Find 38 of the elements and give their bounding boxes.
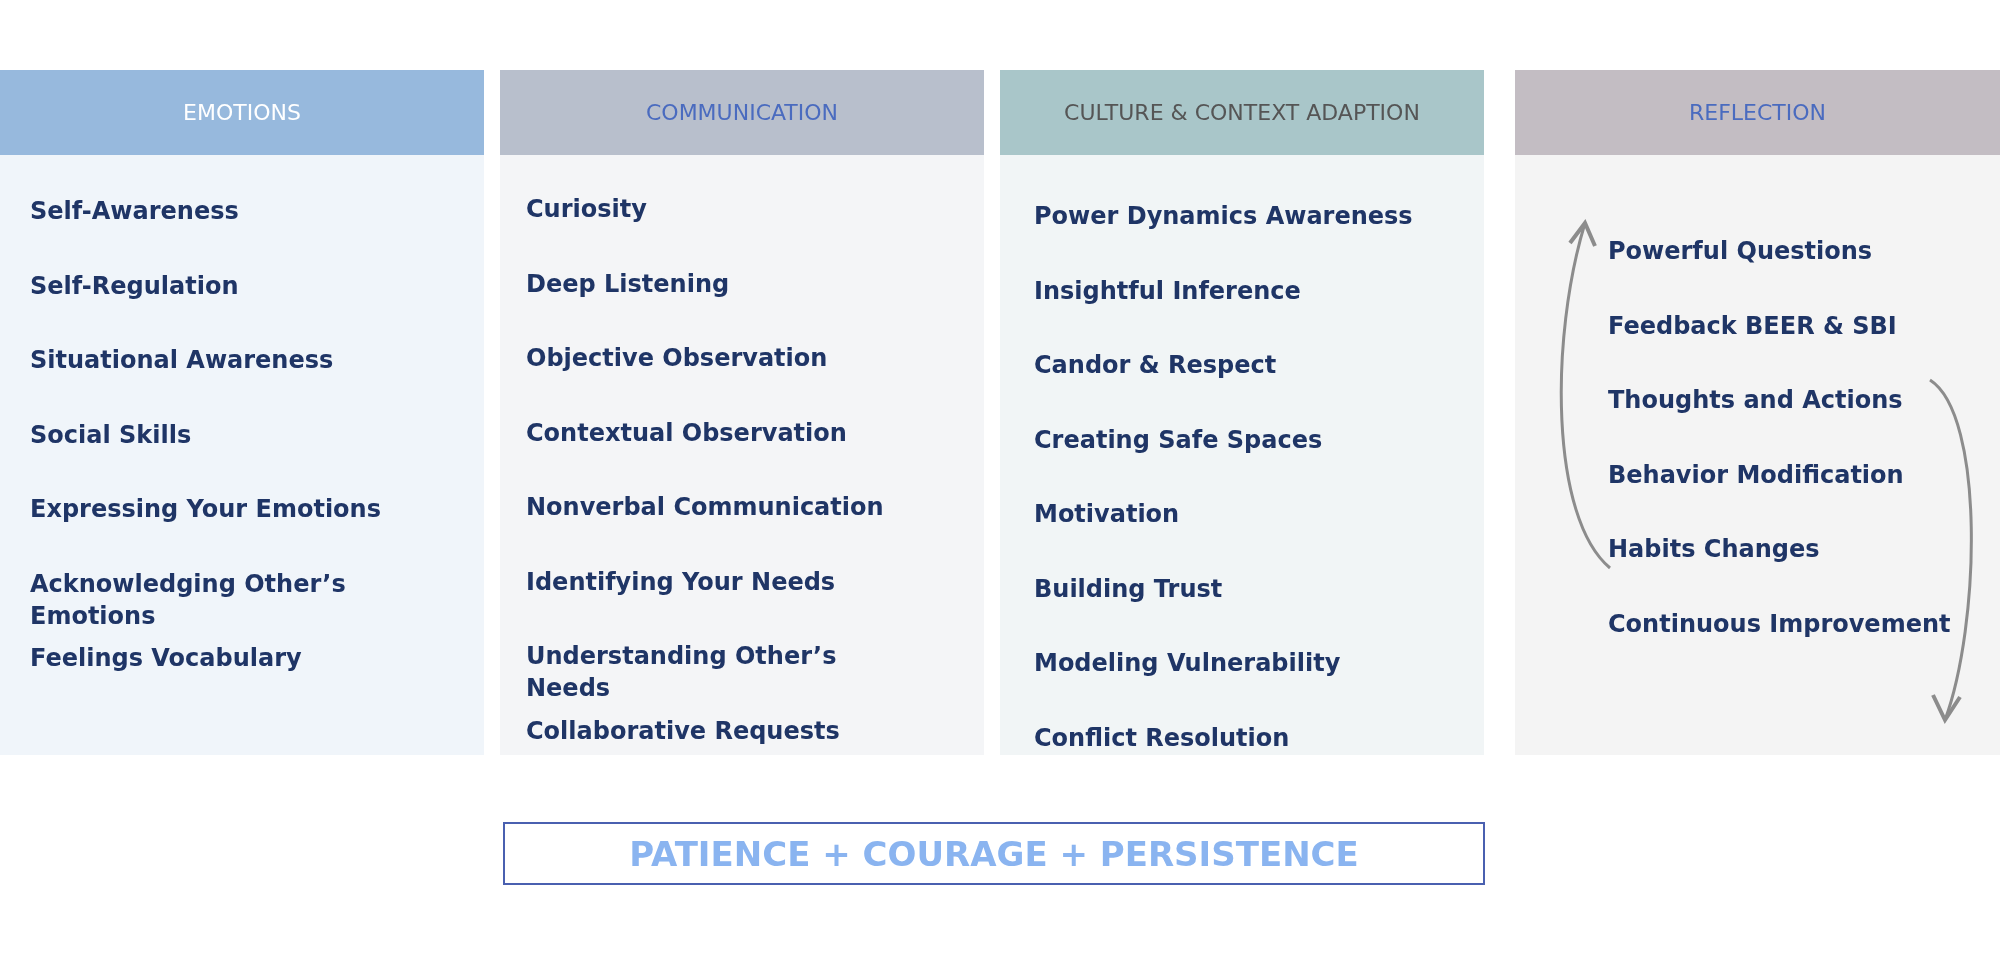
column-header: CULTURE & CONTEXT ADAPTION — [1000, 70, 1484, 155]
column-panel — [0, 70, 484, 755]
list-item: Objective Observation — [526, 343, 829, 374]
list-item: Self-Regulation — [30, 270, 240, 302]
list-item: Insightful Inference — [1034, 275, 1302, 307]
column-panel — [500, 70, 984, 755]
list-item: Collaborative Requests — [526, 715, 841, 747]
list-item: Situational Awareness — [30, 345, 335, 376]
list-item: Nonverbal Communication — [526, 492, 885, 523]
list-item: Self-Awareness — [30, 196, 240, 227]
list-item: Feedback BEER & SBI — [1608, 310, 1898, 342]
column-panel — [1515, 70, 2000, 755]
list-item: Expressing Your Emotions — [30, 494, 382, 525]
list-item: Understanding Other’s Needs — [526, 641, 838, 704]
list-item: Building Trust — [1034, 573, 1224, 605]
column-header: EMOTIONS — [0, 70, 484, 155]
list-item: Habits Changes — [1608, 534, 1821, 565]
column-header: COMMUNICATION — [500, 70, 984, 155]
list-item: Social Skills — [30, 419, 193, 451]
list-item: Modeling Vulnerability — [1034, 648, 1342, 679]
list-item: Power Dynamics Awareness — [1034, 201, 1414, 232]
list-item: Creating Safe Spaces — [1034, 424, 1324, 456]
column-header: REFLECTION — [1515, 70, 2000, 155]
list-item: Continuous Improvement — [1608, 608, 1952, 640]
list-item: Contextual Observation — [526, 417, 848, 449]
banner-box: PATIENCE + COURAGE + PERSISTENCE — [503, 822, 1485, 885]
list-item: Powerful Questions — [1608, 236, 1874, 267]
list-item: Feelings Vocabulary — [30, 643, 303, 674]
list-item: Curiosity — [526, 194, 648, 225]
list-item: Conflict Resolution — [1034, 722, 1291, 754]
list-item: Behavior Modification — [1608, 459, 1905, 491]
list-item: Identifying Your Needs — [526, 566, 837, 598]
list-item: Candor & Respect — [1034, 350, 1278, 381]
list-item: Motivation — [1034, 499, 1181, 530]
list-item: Deep Listening — [526, 268, 731, 300]
column-panel — [1000, 70, 1484, 755]
list-item: Acknowledging Other’s Emotions — [30, 568, 347, 632]
list-item: Thoughts and Actions — [1608, 385, 1904, 416]
